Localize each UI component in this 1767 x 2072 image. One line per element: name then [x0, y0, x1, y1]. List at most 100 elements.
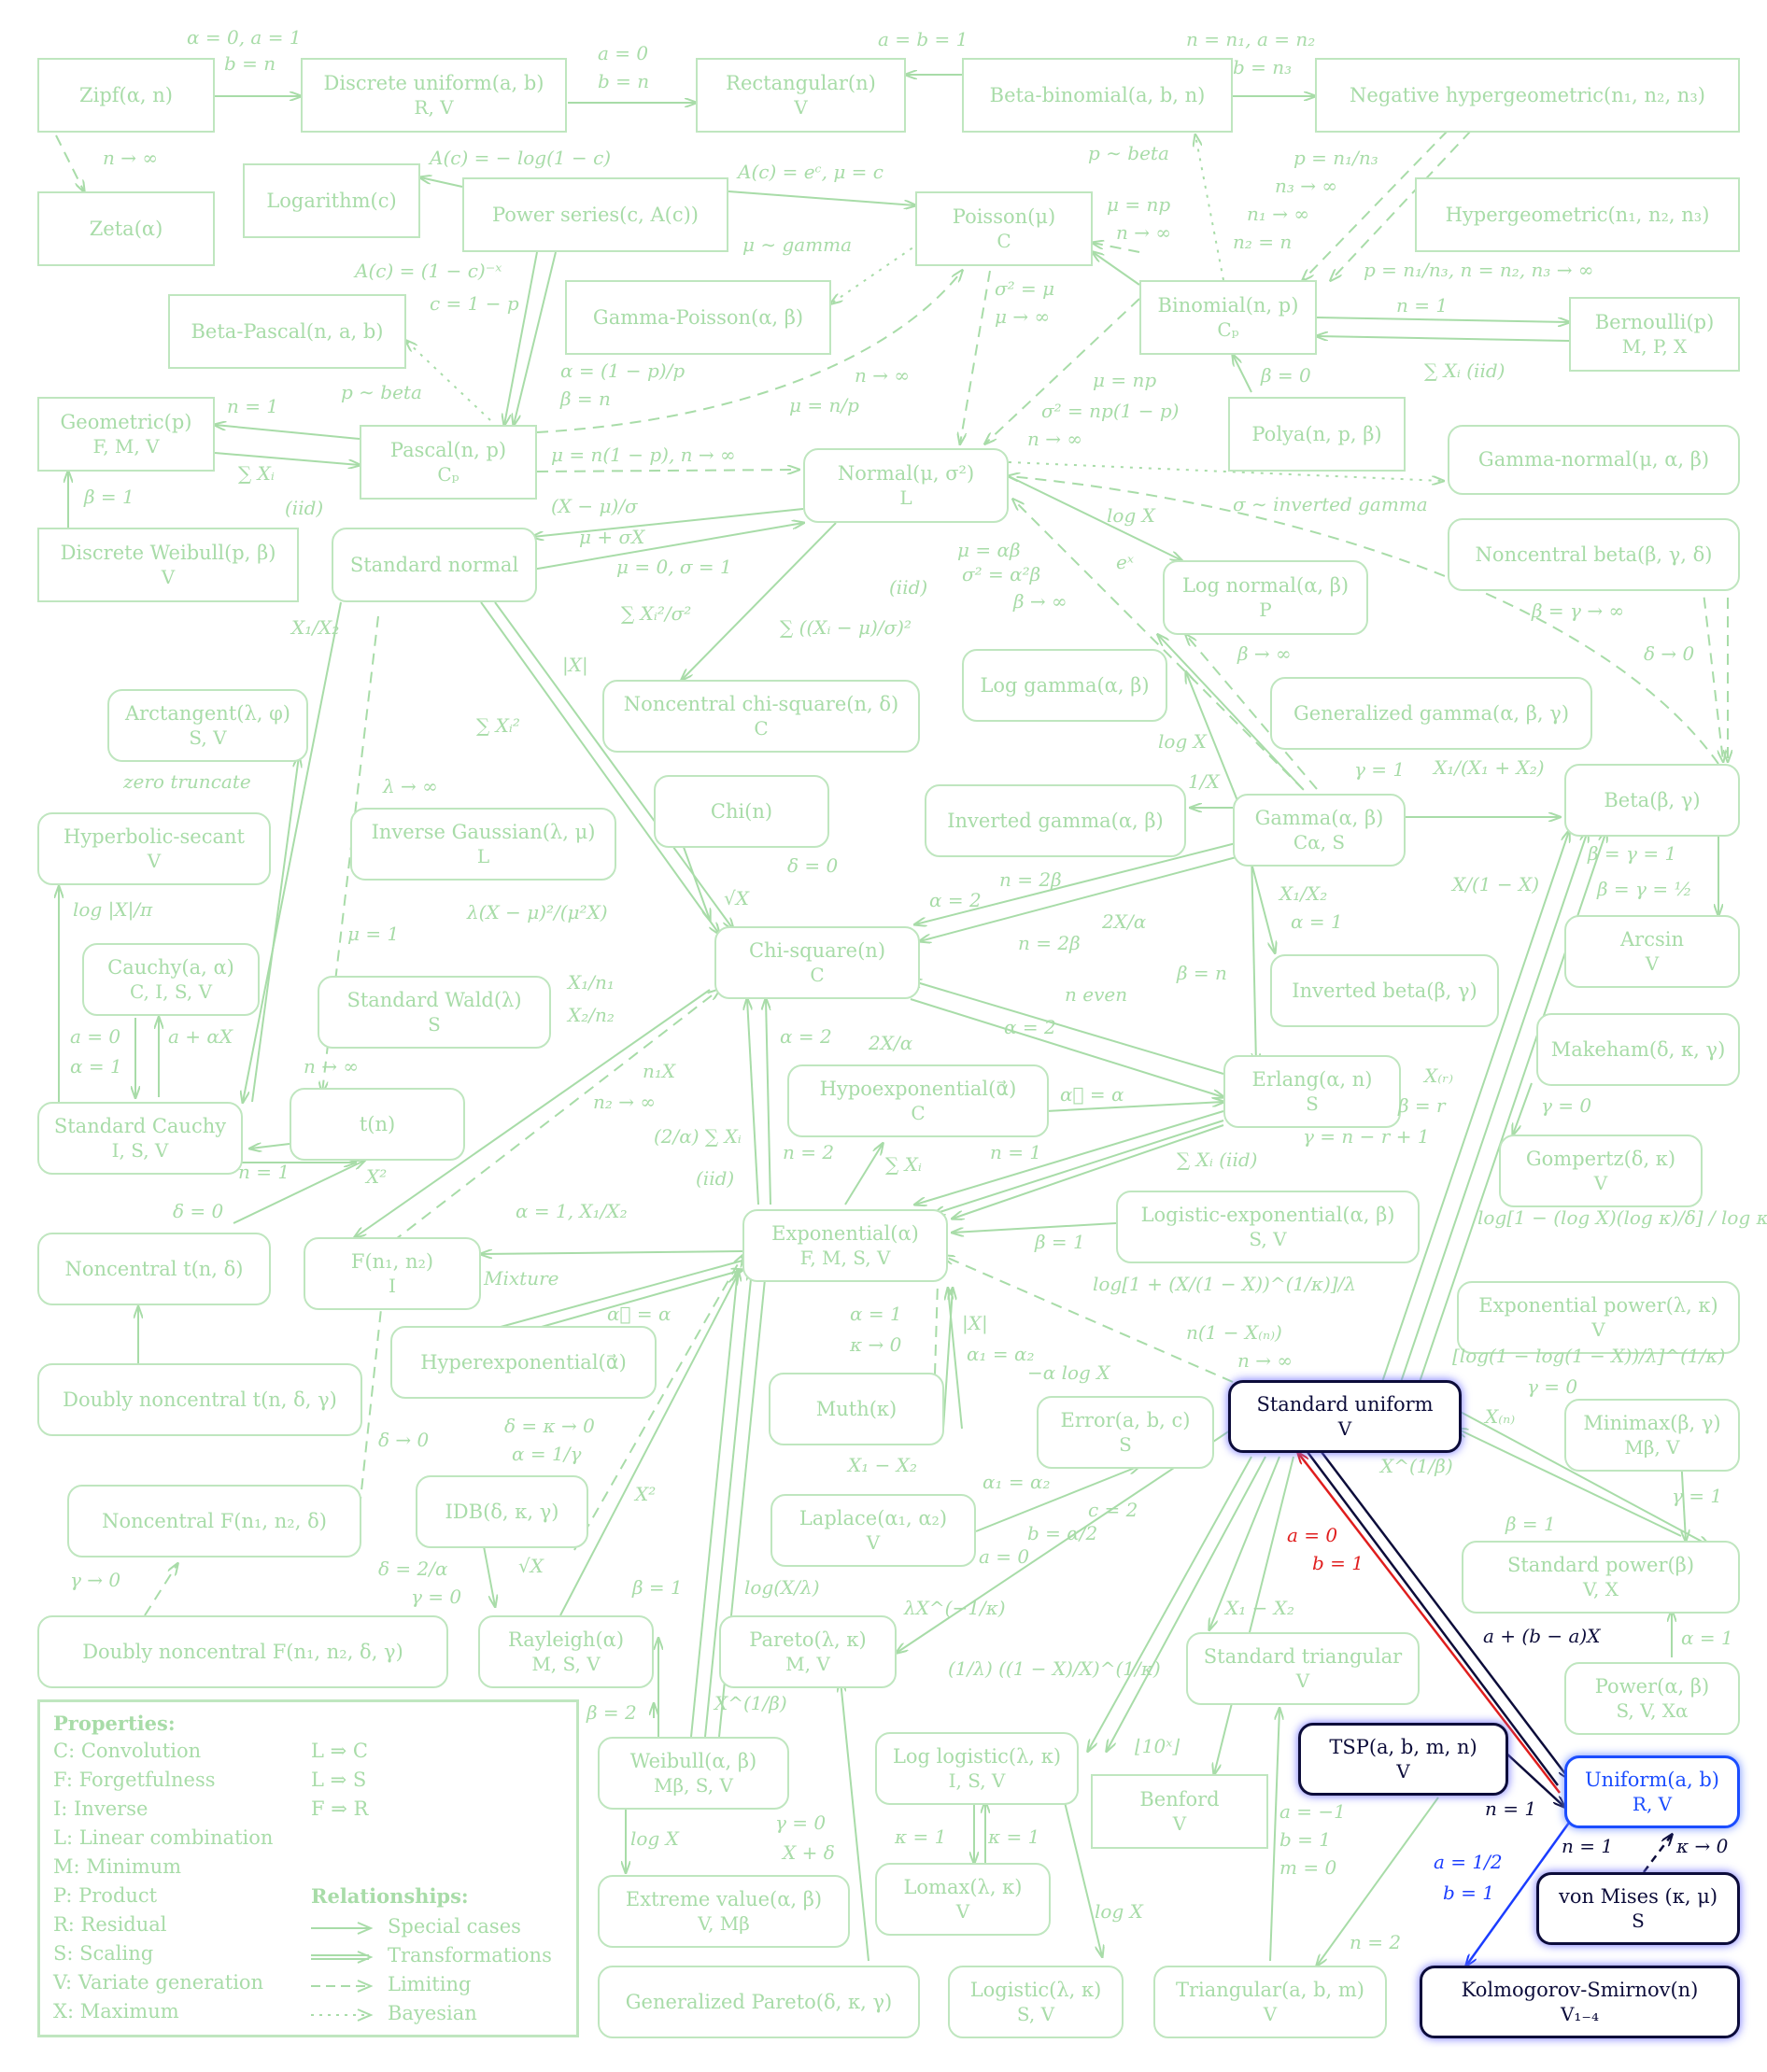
edge-label: X₁/X₂ — [1279, 882, 1328, 905]
node-t[interactable]: t(n) — [290, 1088, 465, 1161]
node-chi[interactable]: Chi(n) — [654, 775, 829, 848]
node-lomax[interactable]: Lomax(λ, κ)V — [875, 1863, 1051, 1936]
node-gamma-normal[interactable]: Gamma-normal(μ, α, β) — [1448, 425, 1740, 495]
node-makeham[interactable]: Makeham(δ, κ, γ) — [1536, 1013, 1740, 1086]
node-minimax[interactable]: Minimax(β, γ)Mβ, V — [1564, 1399, 1740, 1472]
node-hyperexponential[interactable]: Hyperexponential(α⃗) — [390, 1326, 657, 1399]
node-hypergeometric[interactable]: Hypergeometric(n₁, n₂, n₃) — [1415, 177, 1740, 252]
edge — [943, 1256, 1234, 1383]
edge-label: √X — [724, 887, 749, 909]
node-beta-pascal[interactable]: Beta-Pascal(n, a, b) — [168, 294, 406, 369]
node-beta-binomial[interactable]: Beta-binomial(a, b, n) — [962, 58, 1233, 133]
node-log-gamma[interactable]: Log gamma(α, β) — [962, 649, 1167, 722]
node-poisson[interactable]: Poisson(μ)C — [915, 191, 1093, 266]
node-props: V — [794, 95, 808, 119]
node-gamma-poisson[interactable]: Gamma-Poisson(α, β) — [565, 280, 831, 355]
node-logistic-exponential[interactable]: Logistic-exponential(α, β)S, V — [1116, 1191, 1420, 1263]
node-inverted-gamma[interactable]: Inverted gamma(α, β) — [925, 784, 1186, 857]
node-generalized-pareto[interactable]: Generalized Pareto(δ, κ, γ) — [598, 1966, 920, 2038]
node-binomial[interactable]: Binomial(n, p)Cₚ — [1139, 280, 1317, 355]
node-normal[interactable]: Normal(μ, σ²)L — [803, 448, 1009, 523]
node-generalized-gamma[interactable]: Generalized gamma(α, β, γ) — [1270, 677, 1592, 750]
edge — [55, 134, 84, 191]
node-laplace[interactable]: Laplace(α₁, α₂)V — [770, 1494, 976, 1567]
node-inverse-gaussian[interactable]: Inverse Gaussian(λ, μ)L — [350, 808, 616, 881]
node-rayleigh[interactable]: Rayleigh(α)M, S, V — [478, 1615, 654, 1688]
node-log-normal[interactable]: Log normal(α, β)P — [1163, 560, 1368, 635]
node-logarithm[interactable]: Logarithm(c) — [243, 163, 420, 238]
node-noncentral-chi-square[interactable]: Noncentral chi-square(n, δ)C — [602, 680, 920, 753]
edge — [1008, 461, 1443, 481]
node-standard-power[interactable]: Standard power(β)V, X — [1462, 1541, 1740, 1614]
node-triangular[interactable]: Triangular(a, b, m)V — [1153, 1966, 1387, 2038]
node-noncentral-t[interactable]: Noncentral t(n, δ) — [37, 1233, 271, 1305]
node-gompertz[interactable]: Gompertz(δ, κ)V — [1499, 1135, 1703, 1207]
node-doubly-noncentral-t[interactable]: Doubly noncentral t(n, δ, γ) — [37, 1363, 362, 1436]
node-log-logistic[interactable]: Log logistic(λ, κ)I, S, V — [875, 1732, 1079, 1805]
node-props: L — [476, 844, 490, 867]
edge-highlight — [1466, 1815, 1576, 1966]
legend: Properties: C: Convolution F: Forgetfuln… — [37, 1699, 579, 2037]
edge-label: zero truncate — [123, 770, 251, 793]
node-props: V — [161, 565, 176, 588]
node-zipf[interactable]: Zipf(α, n) — [37, 58, 215, 133]
node-name: Triangular(a, b, m) — [1175, 1979, 1364, 2002]
node-pareto[interactable]: Pareto(λ, κ)M, V — [719, 1615, 897, 1688]
edge — [1009, 476, 1719, 765]
edge-label: 2X/α — [869, 1032, 913, 1054]
node-arctangent[interactable]: Arctangent(λ, φ)S, V — [107, 689, 308, 762]
node-neg-hypergeometric[interactable]: Negative hypergeometric(n₁, n₂, n₃) — [1315, 58, 1740, 133]
node-noncentral-beta[interactable]: Noncentral beta(β, γ, δ) — [1448, 518, 1740, 591]
node-f[interactable]: F(n₁, n₂)I — [304, 1237, 481, 1310]
edge-label: α = 1 — [70, 1055, 122, 1078]
node-props: C — [754, 716, 769, 740]
node-name: Exponential(α) — [771, 1222, 919, 1246]
node-erlang[interactable]: Erlang(α, n)S — [1223, 1055, 1401, 1128]
node-doubly-noncentral-f[interactable]: Doubly noncentral F(n₁, n₂, δ, γ) — [37, 1615, 448, 1688]
node-polya[interactable]: Polya(n, p, β) — [1228, 397, 1406, 472]
edge — [1045, 1102, 1223, 1112]
node-extreme-value[interactable]: Extreme value(α, β)V, Mβ — [598, 1875, 850, 1948]
node-weibull[interactable]: Weibull(α, β)Mβ, S, V — [598, 1737, 789, 1810]
node-kolmogorov-smirnov[interactable]: Kolmogorov-Smirnov(n)V₁₋₄ — [1420, 1966, 1740, 2038]
node-hypoexponential[interactable]: Hypoexponential(α⃗)C — [787, 1064, 1049, 1137]
node-discrete-uniform[interactable]: Discrete uniform(a, b)R, V — [301, 58, 567, 133]
edge-label: log X — [1158, 730, 1207, 753]
node-gamma[interactable]: Gamma(α, β)Cα, S — [1233, 794, 1406, 867]
node-name: Standard normal — [349, 553, 519, 576]
node-uniform[interactable]: Uniform(a, b)R, V — [1564, 1755, 1740, 1828]
node-standard-normal[interactable]: Standard normal — [332, 528, 537, 602]
node-discrete-weibull[interactable]: Discrete Weibull(p, β)V — [37, 528, 299, 602]
node-power[interactable]: Power(α, β)S, V, Xα — [1564, 1662, 1740, 1735]
node-exponential-power[interactable]: Exponential power(λ, κ)V — [1457, 1281, 1740, 1354]
node-power-series[interactable]: Power series(c, A(c)) — [462, 177, 728, 252]
node-bernoulli[interactable]: Bernoulli(p)M, P, X — [1569, 297, 1740, 372]
node-exponential[interactable]: Exponential(α)F, M, S, V — [742, 1209, 948, 1282]
node-cauchy[interactable]: Cauchy(a, α)C, I, S, V — [82, 943, 260, 1016]
node-standard-wald[interactable]: Standard Wald(λ)S — [318, 976, 551, 1049]
edge-label: γ = 0 — [775, 1811, 827, 1834]
edge — [910, 998, 1223, 1097]
node-pascal[interactable]: Pascal(n, p)Cₚ — [360, 425, 537, 500]
node-muth[interactable]: Muth(κ) — [769, 1373, 944, 1445]
node-rectangular[interactable]: Rectangular(n)V — [696, 58, 906, 133]
node-noncentral-f[interactable]: Noncentral F(n₁, n₂, δ) — [67, 1485, 361, 1558]
node-tsp[interactable]: TSP(a, b, m, n)V — [1298, 1723, 1508, 1796]
node-props: L — [899, 486, 912, 509]
node-name: Standard uniform — [1256, 1393, 1434, 1417]
node-chi-square[interactable]: Chi-square(n)C — [714, 926, 920, 999]
node-zeta[interactable]: Zeta(α) — [37, 191, 215, 266]
node-error[interactable]: Error(a, b, c)S — [1037, 1396, 1214, 1469]
node-geometric[interactable]: Geometric(p)F, M, V — [37, 397, 215, 472]
node-von-mises[interactable]: von Mises (κ, μ)S — [1536, 1872, 1740, 1945]
node-inverted-beta[interactable]: Inverted beta(β, γ) — [1270, 954, 1499, 1027]
node-idb[interactable]: IDB(δ, κ, γ) — [416, 1475, 588, 1548]
node-logistic[interactable]: Logistic(λ, κ)S, V — [948, 1966, 1124, 2038]
node-beta[interactable]: Beta(β, γ) — [1564, 764, 1740, 837]
